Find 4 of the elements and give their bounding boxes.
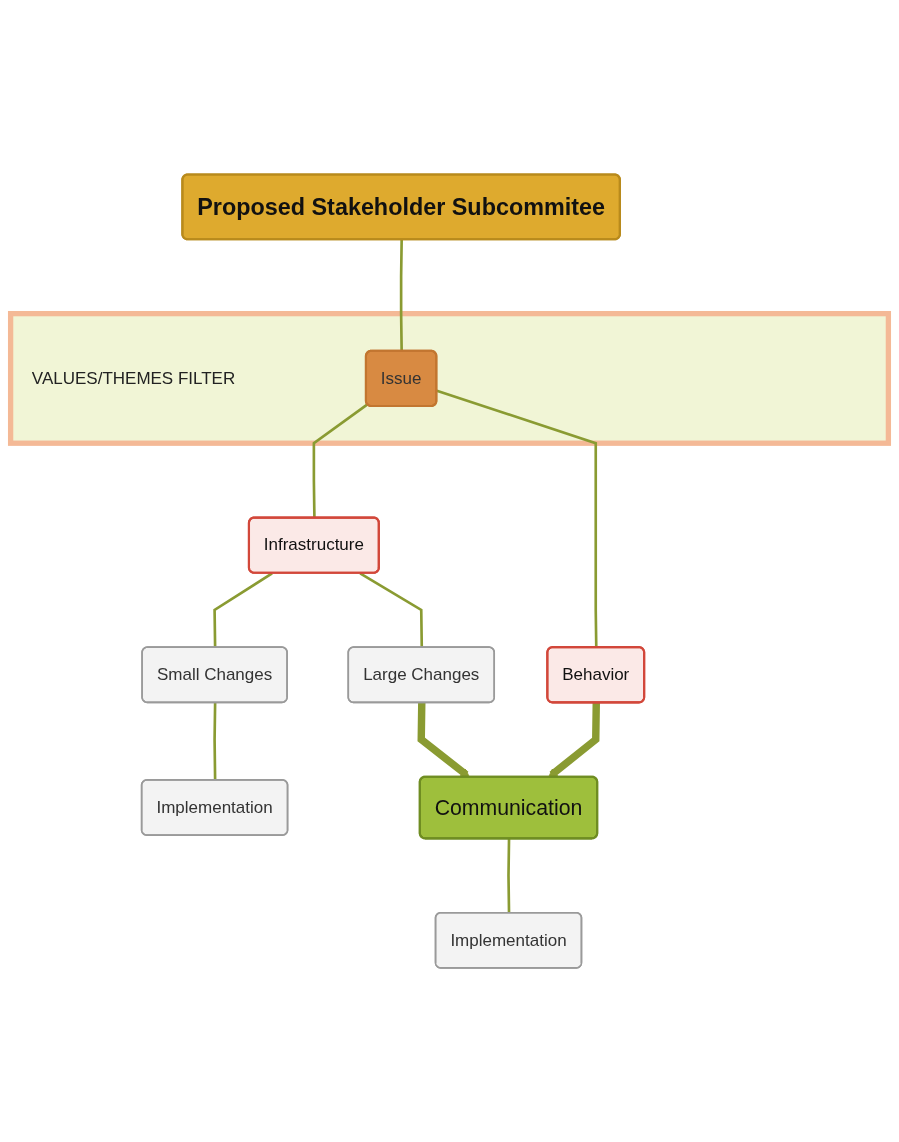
connector [213,572,273,648]
connector [507,838,511,914]
connector [312,403,369,518]
connector [213,702,217,781]
